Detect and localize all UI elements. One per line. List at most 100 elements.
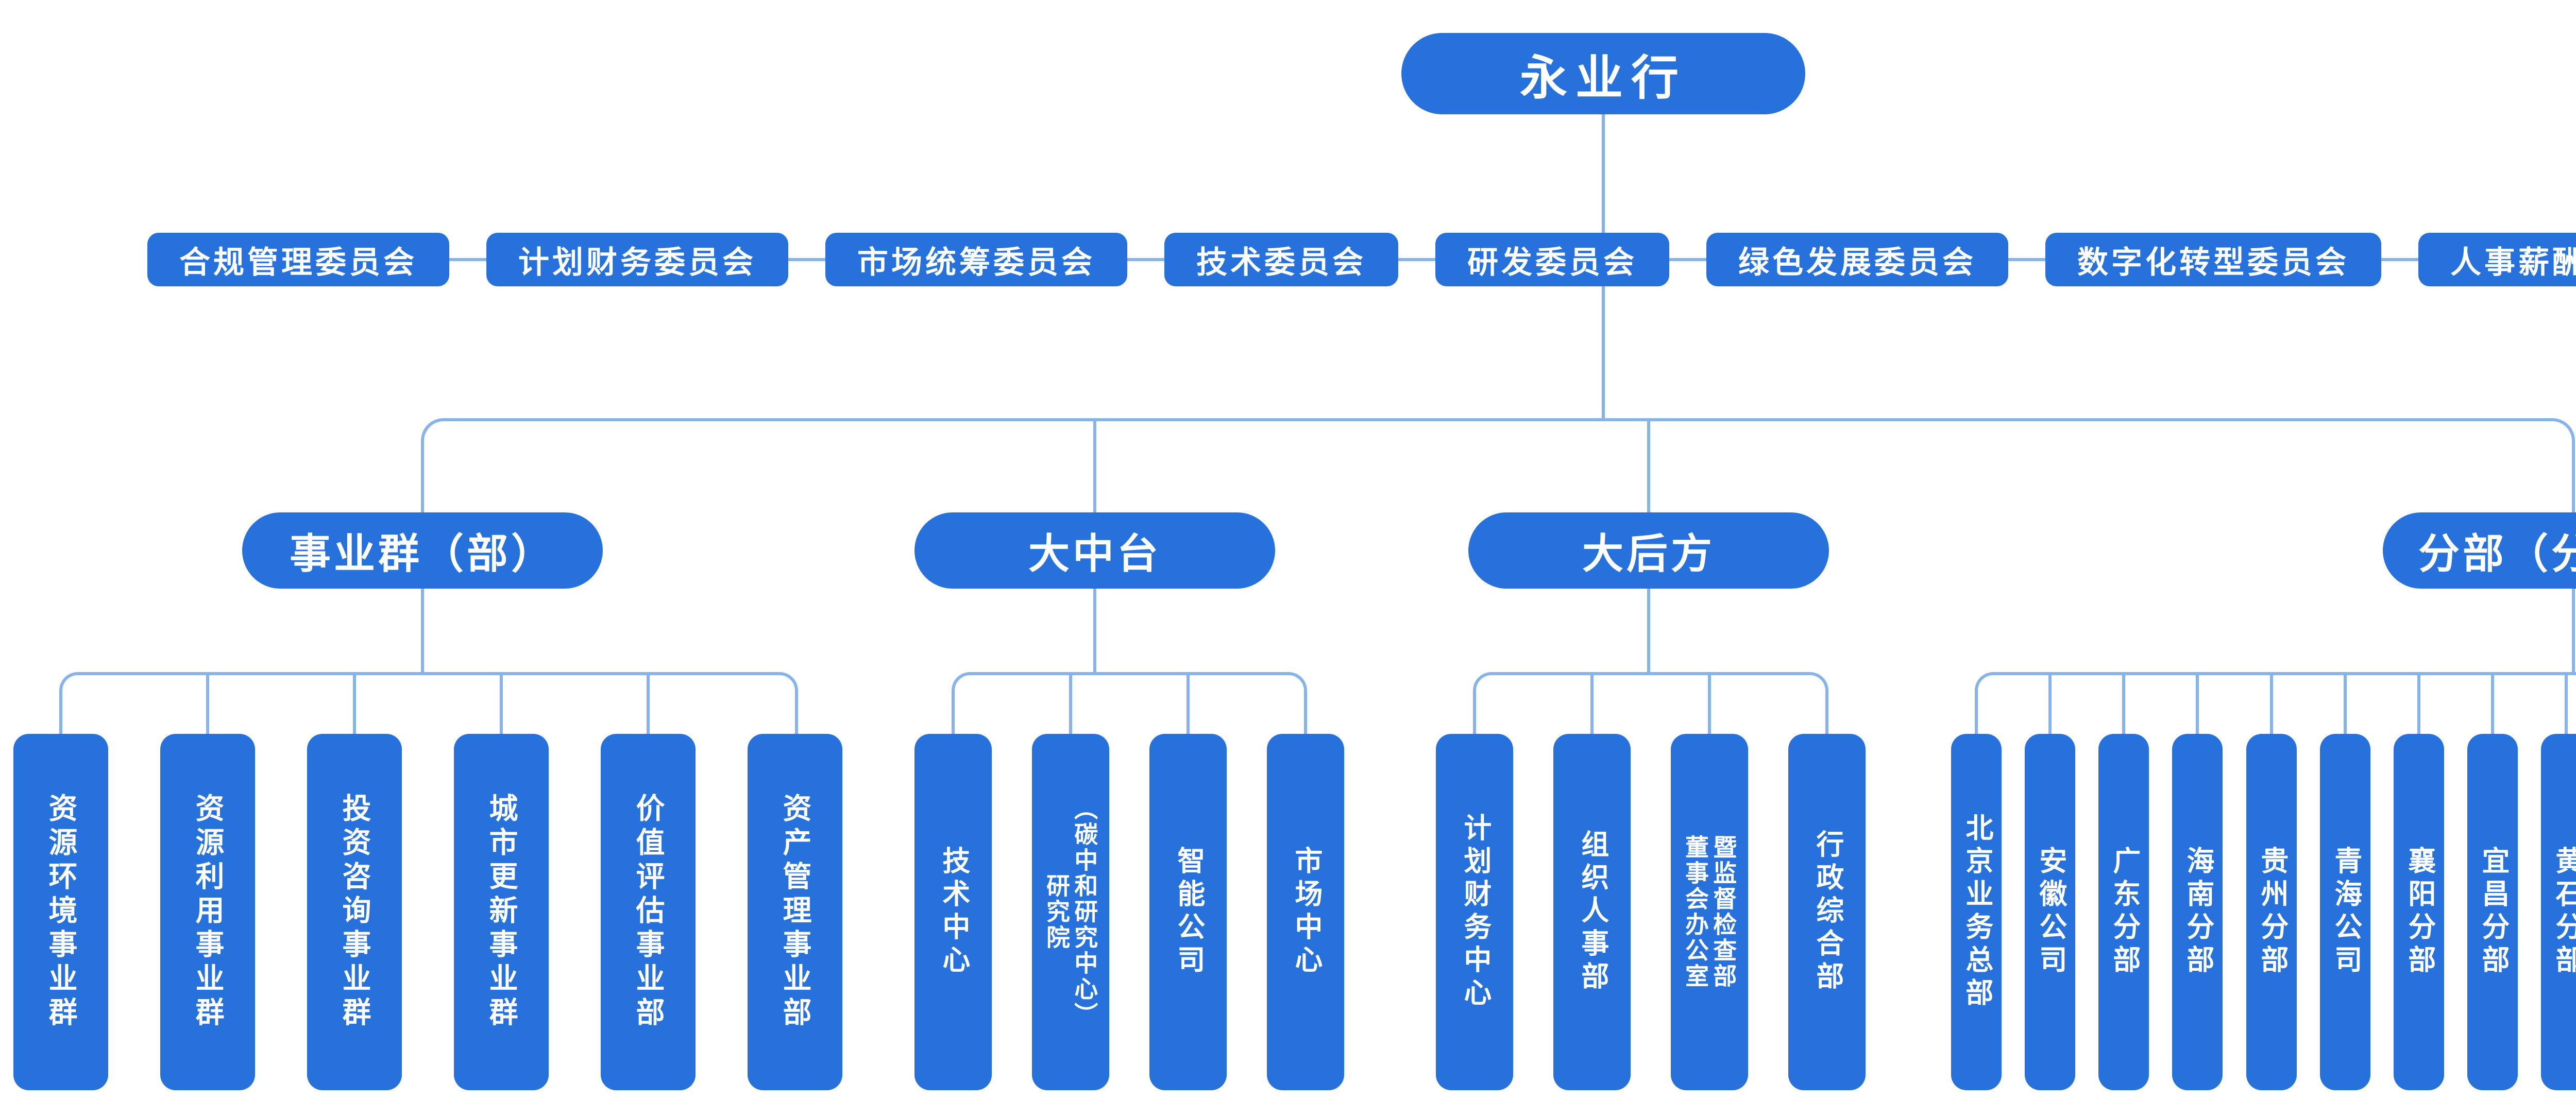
leaf-label: 组织人事部 (1577, 830, 1608, 994)
connector-pill-stub-2 (1093, 589, 1096, 674)
leaf-label: 资源环境事业群 (45, 793, 78, 1031)
leaf-label: 董事会办公室 暨监督检查部 (1682, 835, 1737, 989)
division-label: 大后方 (1582, 531, 1715, 577)
committee-label: 合规管理委员会 (179, 245, 417, 280)
leaf-node: 智能公司 (1149, 734, 1227, 1090)
leaf-label: 投资咨询事业群 (338, 793, 371, 1031)
committee-node-3: 市场统筹委员会 (825, 233, 1127, 286)
committee-node-5: 研发委员会 (1435, 233, 1669, 286)
leaf-label: 智能公司 (1173, 846, 1204, 978)
division-pill-dahoufang: 大后方 (1468, 512, 1829, 589)
leaf-node: 研究院 （碳中和研究中心） (1032, 734, 1109, 1090)
connector-leaf-stub (206, 674, 209, 734)
committee-node-1: 合规管理委员会 (147, 233, 449, 286)
leaf-node: 资源环境事业群 (13, 734, 108, 1090)
leaf-label: 计划财务中心 (1459, 813, 1490, 1011)
leaf-node: 北京业务总部 (1951, 734, 2002, 1090)
leaf-label: 贵州分部 (2256, 846, 2287, 978)
connector-subbar-1 (59, 672, 798, 734)
connector-leaf-stub (1590, 674, 1594, 734)
committee-label: 市场统筹委员会 (857, 245, 1095, 280)
connector-leaf-stub (2491, 674, 2494, 734)
committee-node-7: 数字化转型委员会 (2045, 233, 2381, 286)
leaf-node: 安徽公司 (2025, 734, 2075, 1090)
committee-label: 人事薪酬委员会 (2450, 245, 2576, 280)
leaf-node: 贵州分部 (2246, 734, 2297, 1090)
leaf-node: 襄阳分部 (2394, 734, 2444, 1090)
division-label: 事业群（部） (290, 531, 555, 577)
leaf-label: 资产管理事业部 (779, 793, 812, 1031)
leaf-label: 北京业务总部 (1961, 813, 1992, 1011)
leaf-label: 研究院 （碳中和研究中心） (1043, 796, 1098, 1028)
connector-leaf-stub (353, 674, 356, 734)
committee-node-2: 计划财务委员会 (486, 233, 788, 286)
leaf-node: 宜昌分部 (2467, 734, 2518, 1090)
connector-leaf-stub (2122, 674, 2125, 734)
connector-pill-stub-1 (421, 589, 424, 674)
division-label: 大中台 (1028, 531, 1161, 577)
leaf-label: 宜昌分部 (2477, 846, 2509, 978)
connector-leaf-stub (2417, 674, 2420, 734)
leaf-node: 市场中心 (1267, 734, 1344, 1090)
leaf-node: 计划财务中心 (1436, 734, 1513, 1090)
connector-leaf-stub (2048, 674, 2052, 734)
leaf-label: 行政综合部 (1811, 830, 1843, 994)
connector-subbar-4 (1975, 672, 2576, 734)
leaf-label: 技术中心 (938, 846, 969, 978)
division-pill-fenbu: 分部（分公司） (2383, 512, 2576, 589)
committee-node-6: 绿色发展委员会 (1706, 233, 2008, 286)
connector-leaf-stub (1069, 674, 1072, 734)
connector-leaf-stub (1708, 674, 1711, 734)
leaf-node: 投资咨询事业群 (307, 734, 402, 1090)
leaf-node: 城市更新事业群 (454, 734, 549, 1090)
root-label: 永业行 (1519, 51, 1687, 105)
connector-leaf-stub (1187, 674, 1190, 734)
leaf-node: 董事会办公室 暨监督检查部 (1671, 734, 1748, 1090)
committee-label: 技术委员会 (1196, 245, 1366, 280)
leaf-label: 城市更新事业群 (485, 793, 518, 1031)
leaf-label: 安徽公司 (2035, 846, 2066, 978)
leaf-label: 资源利用事业群 (192, 793, 225, 1031)
connector-stub-dazhongtai (1093, 418, 1096, 512)
leaf-label: 海南分部 (2182, 846, 2213, 978)
leaf-node: 广东分部 (2098, 734, 2149, 1090)
connector-leaf-stub (2344, 674, 2347, 734)
connector-pill-stub-4 (2572, 589, 2575, 674)
leaf-label: 黄石分部 (2551, 846, 2576, 978)
leaf-node: 黄石分部 (2541, 734, 2576, 1090)
connector-leaf-stub (2565, 674, 2568, 734)
connector-stub-dahoufang (1647, 418, 1650, 512)
leaf-label: 青海公司 (2330, 846, 2361, 978)
committee-node-4: 技术委员会 (1164, 233, 1398, 286)
division-label: 分部（分公司） (2418, 531, 2576, 577)
leaf-node: 行政综合部 (1788, 734, 1866, 1090)
leaf-label: 价值评估事业部 (632, 793, 665, 1031)
committee-label: 绿色发展委员会 (1738, 245, 1976, 280)
committee-label: 研发委员会 (1467, 245, 1637, 280)
committee-row: 合规管理委员会 计划财务委员会 市场统筹委员会 技术委员会 研发委员会 绿色发展… (0, 233, 2576, 286)
leaf-label: 市场中心 (1290, 846, 1321, 978)
connector-leaf-stub (647, 674, 650, 734)
division-pill-shiyequn: 事业群（部） (242, 512, 603, 589)
leaf-label: 广东分部 (2108, 846, 2140, 978)
leaf-node: 技术中心 (914, 734, 992, 1090)
connector-main-bar (421, 418, 2575, 512)
division-pill-dazhongtai: 大中台 (914, 512, 1275, 589)
root-node: 永业行 (1401, 33, 1805, 114)
connector-leaf-stub (500, 674, 503, 734)
connector-pill-stub-3 (1647, 589, 1650, 674)
leaf-node: 海南分部 (2172, 734, 2223, 1090)
leaf-node: 青海公司 (2320, 734, 2370, 1090)
leaf-label: 襄阳分部 (2403, 846, 2435, 978)
leaf-node: 价值评估事业部 (601, 734, 696, 1090)
connector-leaf-stub (2270, 674, 2273, 734)
connector-subbar-3 (1473, 672, 1828, 734)
committee-label: 计划财务委员会 (518, 245, 756, 280)
leaf-node: 资源利用事业群 (160, 734, 255, 1090)
committee-label: 数字化转型委员会 (2077, 245, 2349, 280)
connector-leaf-stub (2196, 674, 2199, 734)
leaf-node: 组织人事部 (1553, 734, 1631, 1090)
connector-subbar-2 (952, 672, 1307, 734)
committee-node-8: 人事薪酬委员会 (2418, 233, 2576, 286)
